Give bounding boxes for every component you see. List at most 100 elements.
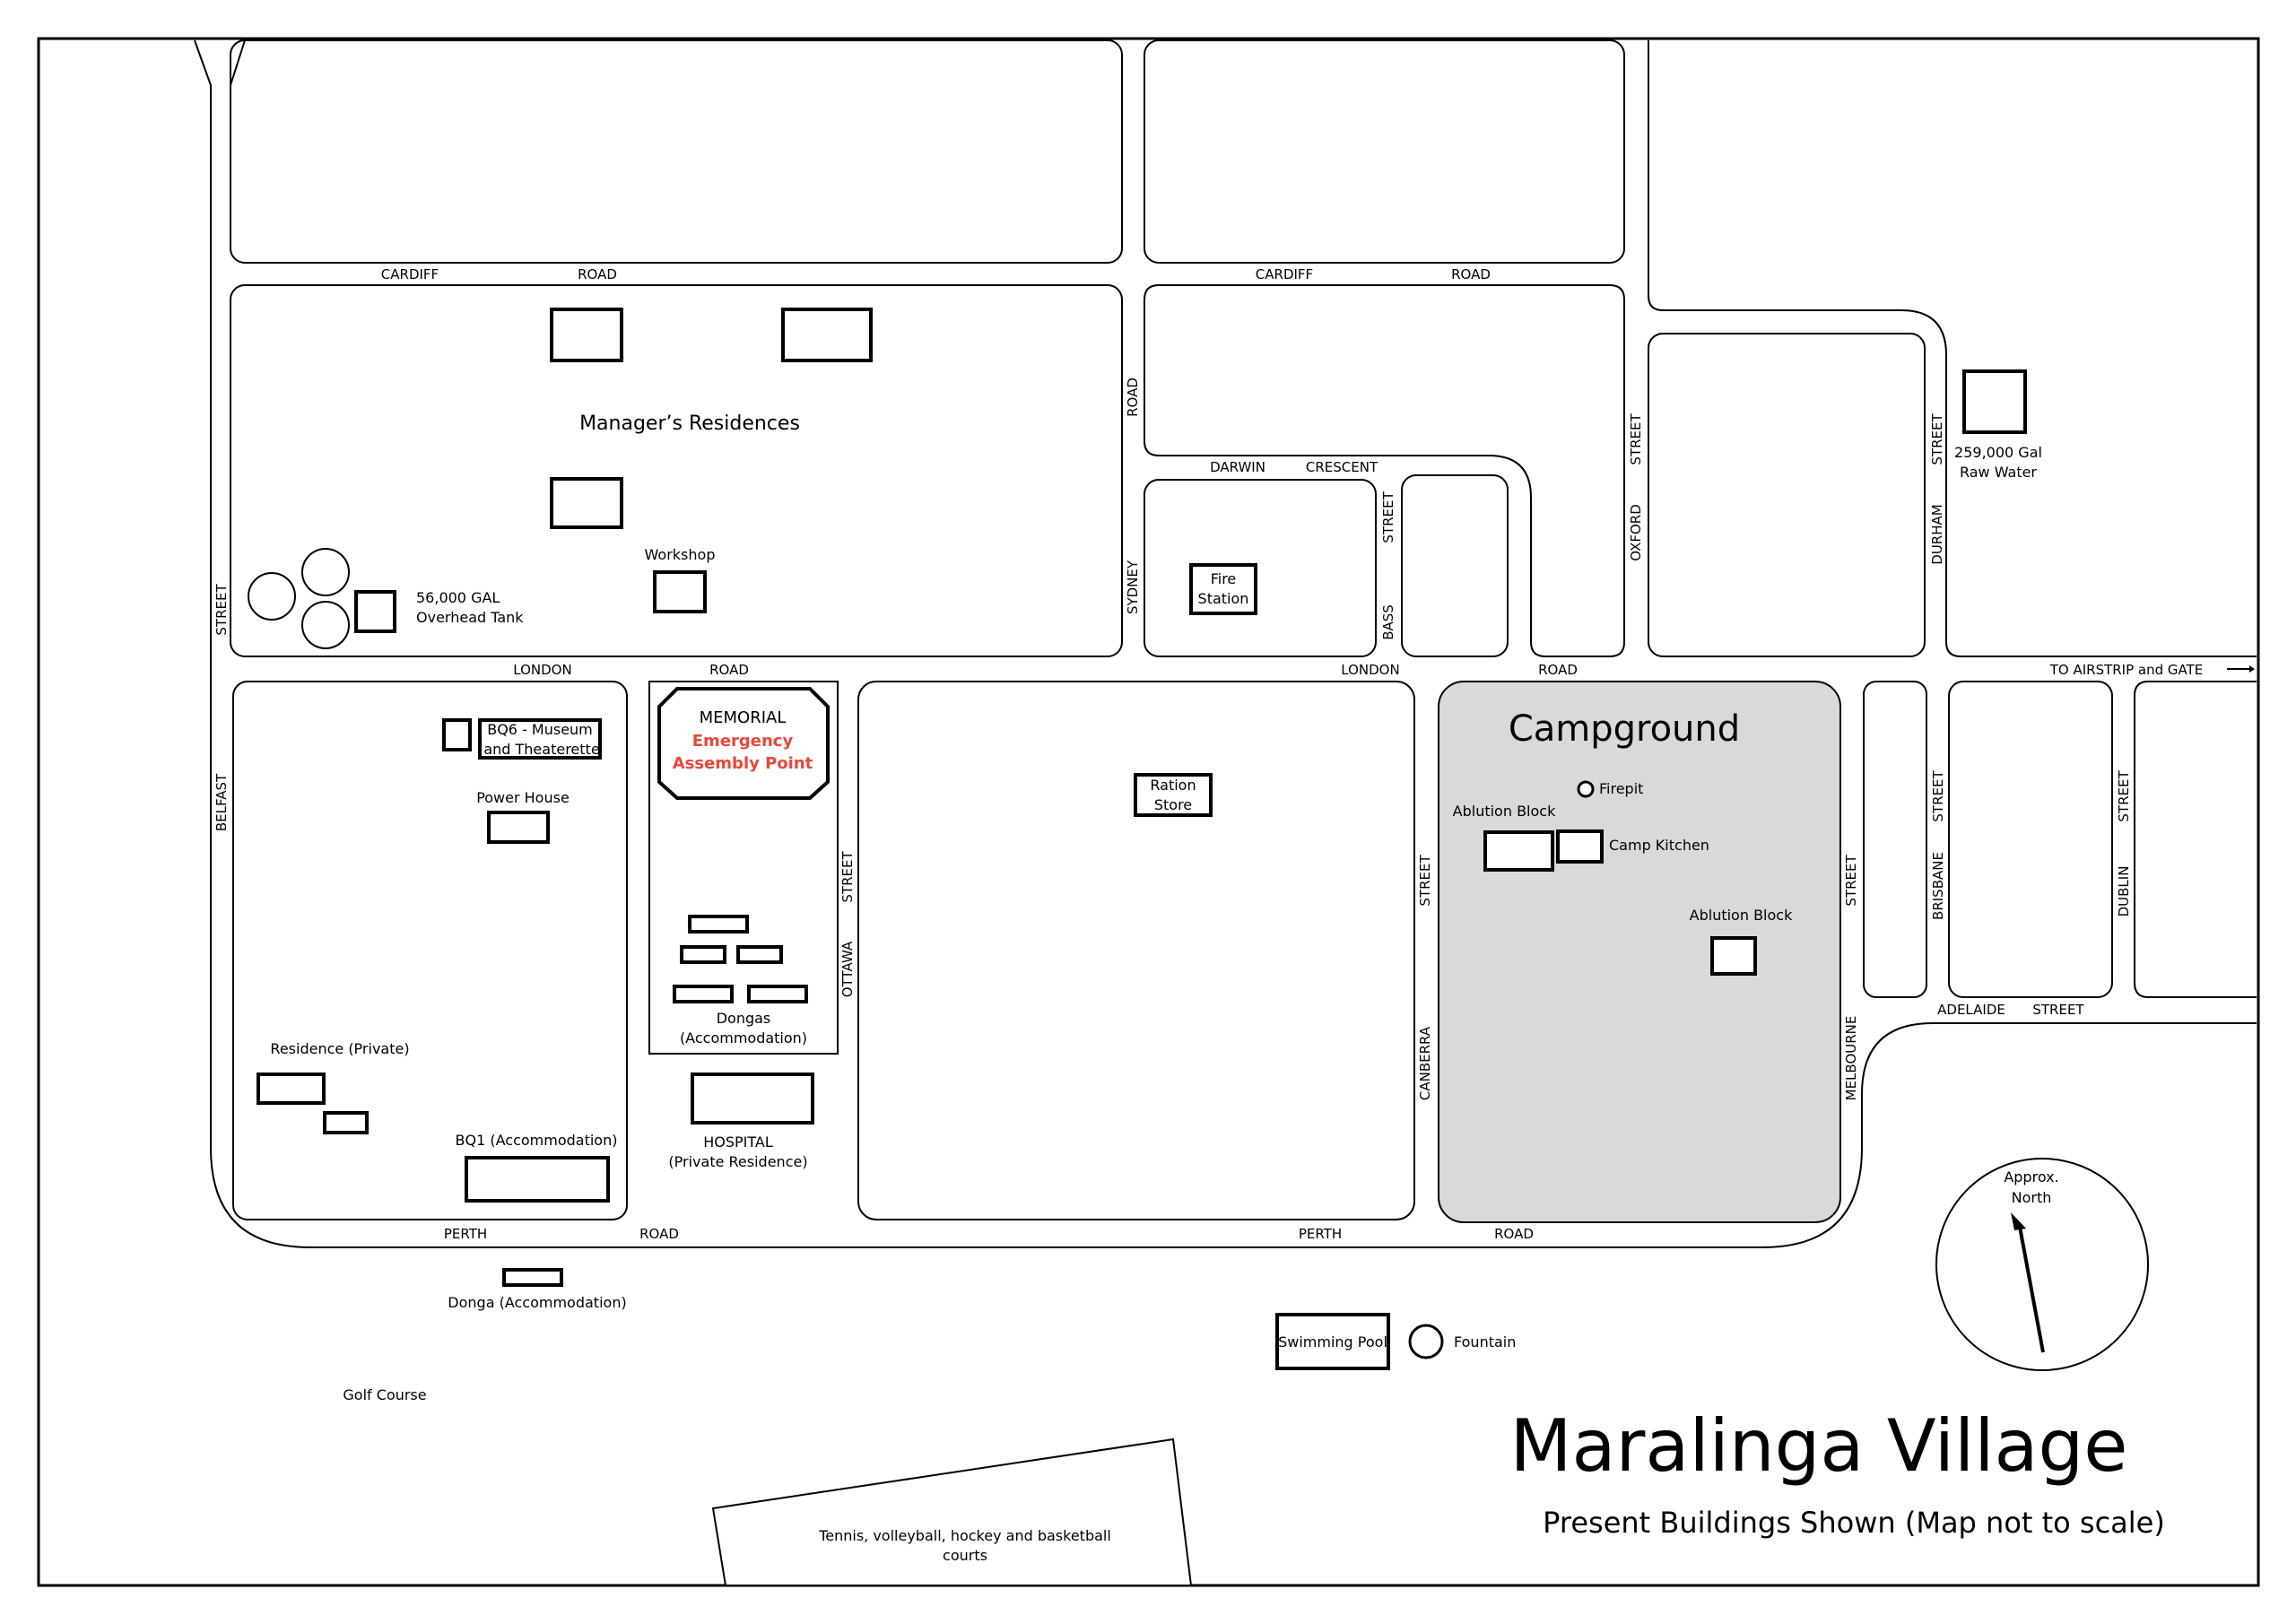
map-title: Maralinga Village [1509,1404,2127,1488]
label-tank-2: Overhead Tank [416,609,524,626]
north-arrow-icon [2018,1226,2045,1353]
bq6-museum [442,718,602,760]
bq1-building [465,1156,610,1203]
fire-station-building [1189,563,1257,615]
road-oxford-street: STREET [1628,413,1644,465]
label-firepit: Firepit [1599,780,1643,797]
donga-building [502,1268,563,1287]
label-fountain: Fountain [1454,1333,1516,1350]
firepit-icon [1577,780,1595,798]
workshop-building [653,570,707,613]
road-brisbane: BRISBANE [1930,852,1946,920]
block-oxford [1648,333,1926,657]
road-perth-2: PERTH [1299,1226,1342,1242]
label-fire-2: Station [1198,590,1249,607]
label-courts-1: Tennis, volleyball, hockey and basketbal… [818,1527,1111,1544]
label-emergency-2: Assembly Point [673,754,813,773]
dongas-buildings [673,915,808,1003]
label-dongas-1: Dongas [717,1010,771,1027]
north-line-2: North [2012,1189,2052,1206]
label-memorial: MEMORIAL [700,708,787,727]
label-managers-residences: Manager’s Residences [579,413,800,435]
label-bq6-1: BQ6 - Museum [487,721,593,738]
road-oxford: OXFORD [1628,504,1644,561]
road-london-1: LONDON [513,662,571,678]
label-campground: Campground [1509,708,1740,750]
label-raw-water-2: Raw Water [1960,464,2037,481]
hospital-building [691,1073,814,1125]
label-ration-2: Store [1154,796,1192,813]
water-tanks [248,548,396,649]
road-perth-2-road: ROAD [1494,1226,1534,1242]
memorial-building [657,687,830,800]
road-adelaide: ADELAIDE [1937,1002,2005,1018]
block-bass [1401,474,1509,657]
fountain-icon [1408,1324,1444,1359]
road-sydney: SYDNEY [1125,560,1141,614]
label-swimming-pool: Swimming Pool [1278,1333,1387,1350]
label-donga: Donga (Accommodation) [448,1294,626,1311]
road-perth-1-road: ROAD [639,1226,679,1242]
road-ottawa: OTTAWA [839,941,856,997]
road-durham: DURHAM [1929,504,1945,564]
label-workshop: Workshop [645,546,716,563]
road-melbourne-street: STREET [1843,855,1859,907]
road-cardiff-1-road: ROAD [578,266,617,282]
label-ablution-2: Ablution Block [1690,907,1793,924]
label-dongas-2: (Accommodation) [680,1029,807,1046]
ablution-block-1 [1483,830,1554,872]
block-dublin [2134,681,2257,998]
label-ablution-1: Ablution Block [1453,803,1556,820]
road-london-2: LONDON [1341,662,1399,678]
block-top-right [1648,40,2257,657]
label-emergency-1: Emergency [692,732,794,751]
north-line-1: Approx. [2004,1168,2058,1185]
road-sydney-road: ROAD [1125,378,1141,417]
block-darwin [1144,284,1625,657]
road-belfast-street: STREET [213,584,230,636]
block-managers [230,284,1123,657]
block-top-mid [1144,39,1625,264]
road-dublin: DUBLIN [2116,866,2132,917]
road-melbourne: MELBOURNE [1843,1016,1859,1101]
road-london-1-road: ROAD [709,662,749,678]
road-cardiff-2-road: ROAD [1451,266,1491,282]
road-dublin-street: STREET [2116,770,2132,822]
road-canberra-street: STREET [1417,855,1433,907]
road-canberra: CANBERRA [1417,1026,1433,1100]
managers-residences [550,308,873,529]
map-subtitle: Present Buildings Shown (Map not to scal… [1543,1506,2165,1540]
swimming-pool-building [1275,1313,1390,1370]
block-residential [232,681,628,1220]
label-hospital-2: (Private Residence) [668,1153,807,1170]
road-cardiff-2: CARDIFF [1256,266,1313,282]
label-power-house: Power House [476,789,570,806]
courts-area [711,1437,1193,1586]
right-arrow-icon [2227,665,2255,673]
road-airstrip: TO AIRSTRIP and GATE [2049,662,2204,678]
block-memorial [648,681,839,1055]
ration-store-building [1134,773,1213,817]
label-raw-water-1: 259,000 Gal [1954,444,2042,461]
label-ration-1: Ration [1150,777,1196,794]
label-courts-2: courts [943,1547,987,1564]
label-bq1: BQ1 (Accommodation) [456,1132,618,1149]
road-bass-street: STREET [1380,491,1396,543]
road-durham-street: STREET [1929,413,1945,465]
road-brisbane-street: STREET [1930,770,1946,822]
ablution-block-2 [1710,936,1757,976]
residence-private [257,1073,369,1134]
power-house-building [487,811,550,844]
road-adelaide-street: STREET [2032,1002,2084,1018]
road-perth-1: PERTH [444,1226,487,1242]
label-camp-kitchen: Camp Kitchen [1609,837,1709,854]
road-ottawa-street: STREET [839,851,856,903]
block-fire [1144,479,1377,657]
road-london-2-road: ROAD [1538,662,1578,678]
road-bass: BASS [1380,604,1396,640]
label-bq6-2: and Theaterette [483,741,599,758]
label-golf-course: Golf Course [343,1386,426,1403]
block-campground [1438,681,1841,1223]
road-crescent: CRESCENT [1306,459,1378,475]
